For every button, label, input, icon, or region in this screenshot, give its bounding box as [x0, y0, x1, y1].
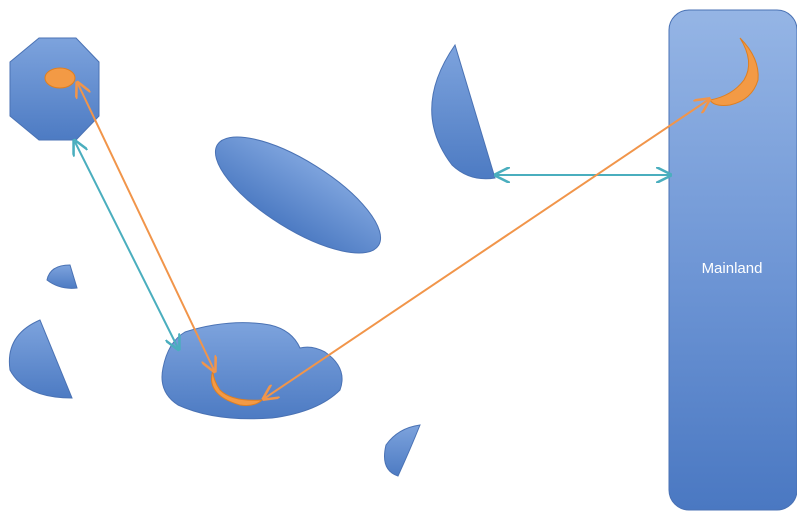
half-moon-island-left [9, 320, 72, 398]
mainland-label: Mainland [702, 260, 763, 277]
octagon-island-highlight [45, 68, 75, 88]
long-ellipse-island [199, 116, 396, 274]
connector-blue-octagon-large [75, 142, 178, 348]
connector-orange-octagon-large [78, 84, 214, 370]
small-island-bottom [385, 425, 421, 476]
small-island-left [47, 265, 77, 288]
octagon-island [10, 38, 99, 140]
connector-orange-large-mainland [265, 100, 708, 398]
half-disc-island [432, 45, 495, 179]
